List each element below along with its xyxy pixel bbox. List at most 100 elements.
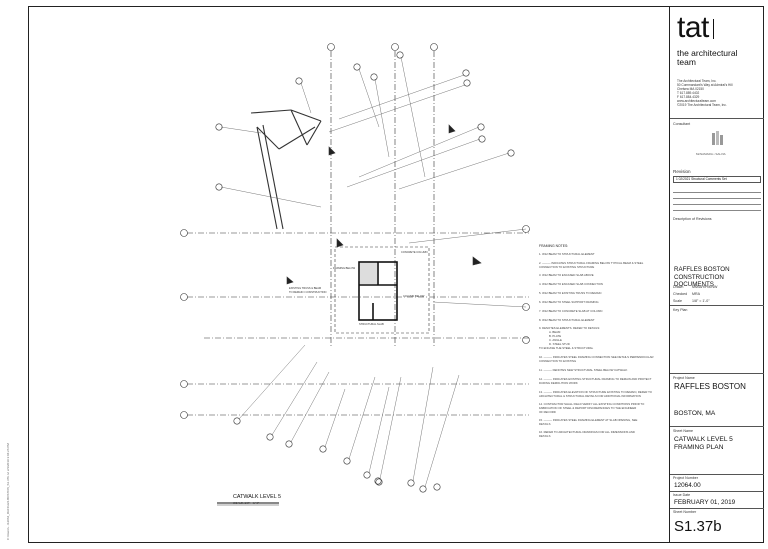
svg-text:B. PLATE: B. PLATE	[549, 334, 561, 338]
address-line: The Architectural Team, Inc.	[677, 79, 717, 83]
svg-text:DETAILS: DETAILS	[539, 434, 551, 438]
address-line: F 617.884.4329	[677, 95, 700, 99]
svg-text:CONCRETE COLUMN: CONCRETE COLUMN	[401, 250, 428, 254]
sheet-name-line-2: FRAMING PLAN	[674, 444, 724, 451]
address-line: ©2019 The Architectural Team, Inc.	[677, 103, 727, 107]
sheet-name-label: Sheet Name	[673, 429, 693, 433]
framing-notes-legend: FRAMING NOTES: 1. W12 BEAM TO STRUCTURAL…	[539, 244, 654, 438]
set-title-section: RAFFLES BOSTON CONSTRUCTION DOCUMENTS Dr…	[670, 262, 764, 306]
consultant-section: Consultant McNAMARA • SALVIA Revision 1 …	[670, 119, 764, 269]
svg-text:STRUCTURAL SLAB: STRUCTURAL SLAB	[359, 322, 384, 326]
svg-text:COLUMN BELOW: COLUMN BELOW	[403, 294, 425, 298]
svg-text:14. CONTRACTOR SHALL FIELD VER: 14. CONTRACTOR SHALL FIELD VERIFY ALL EX…	[539, 402, 645, 406]
svg-text:TO ENCASE THE STEEL & STRUCTUR: TO ENCASE THE STEEL & STRUCTURAL	[539, 346, 594, 350]
sheet-name: CATWALK LEVEL 5	[674, 436, 733, 443]
svg-text:12. ——— INDICATES EXISTING STR: 12. ——— INDICATES EXISTING STRUCTURAL FR…	[539, 377, 652, 381]
svg-text:16. REFER TO ARCHITECTURAL DRA: 16. REFER TO ARCHITECTURAL DRAWINGS FOR …	[539, 430, 635, 434]
svg-text:9. DENOTES ELEMENTS. REFER TO: 9. DENOTES ELEMENTS. REFER TO DETAILS:	[539, 326, 600, 330]
key-plan-section: Key Plan	[670, 306, 764, 374]
project-section: Project Name RAFFLES BOSTON BOSTON, MA	[670, 374, 764, 427]
project-number: 12064.00	[674, 482, 701, 489]
address-line: T 617.889.4402	[677, 91, 700, 95]
svg-text:A. BEAM: A. BEAM	[549, 330, 561, 334]
address-line: Chelsea MA 02150	[677, 87, 704, 91]
firm-name: the architectural team	[677, 48, 738, 67]
project-number-label: Project Number	[673, 476, 698, 480]
set-title: RAFFLES BOSTON	[674, 266, 730, 273]
svg-text:EXISTING TRUSS & BEAM: EXISTING TRUSS & BEAM	[289, 286, 321, 290]
checked-label: Checked	[673, 292, 688, 296]
consultant-label: Consultant	[673, 122, 691, 126]
scale-value: 1/8" = 1'-0"	[692, 299, 710, 303]
catwalk-framing	[250, 109, 322, 230]
logo-bar-icon	[712, 19, 714, 39]
svg-text:3. W12 BEAM TO ENCASED SLAB AB: 3. W12 BEAM TO ENCASED SLAB ABOVE	[539, 273, 594, 277]
svg-text:15. ——— INDICATES STEEL FRAMIN: 15. ——— INDICATES STEEL FRAMING ELEMENT …	[539, 418, 638, 422]
svg-text:FABRICATION OF STEEL & REPORT: FABRICATION OF STEEL & REPORT DISCREPANC…	[539, 406, 636, 410]
svg-text:DURING DEMOLITION WORK: DURING DEMOLITION WORK	[539, 381, 578, 385]
core-annotations: EXISTING TRUSS & BEAM TO REMAIN / CONSTR…	[289, 250, 428, 326]
svg-text:FRAMING NOTES:: FRAMING NOTES:	[539, 244, 568, 248]
set-subtitle: CONSTRUCTION DOCUMENTS	[674, 274, 724, 288]
drawing-sheet: EXISTING TRUSS & BEAM TO REMAIN / CONSTR…	[28, 6, 764, 543]
project-label: Project Name	[673, 376, 695, 380]
sheet-number-label: Sheet Number	[673, 510, 697, 514]
sheet-name-section: Sheet Name CATWALK LEVEL 5 FRAMING PLAN	[670, 427, 764, 475]
title-block: tat the architectural team The Architect…	[669, 7, 764, 542]
firm-section: tat the architectural team The Architect…	[670, 7, 764, 119]
svg-text:11. ——— DENOTES NEW STRUCTURAL: 11. ——— DENOTES NEW STRUCTURAL STEEL BEL…	[539, 368, 627, 372]
svg-text:FRAMING BELOW: FRAMING BELOW	[333, 266, 356, 270]
project-name: RAFFLES BOSTON	[674, 382, 746, 391]
logo-text: tat	[677, 11, 709, 44]
svg-text:7. W12 BEAM TO CONCRETE SLAB A: 7. W12 BEAM TO CONCRETE SLAB AT COLUMN	[539, 309, 602, 313]
project-number-section: Project Number 12064.00	[670, 475, 764, 492]
svg-text:CONNECTION TO EXISTING STRUCTU: CONNECTION TO EXISTING STRUCTURE	[539, 265, 594, 269]
project-location: BOSTON, MA	[674, 410, 716, 417]
svg-text:DETAILS: DETAILS	[539, 422, 551, 426]
svg-text:13. ——— INDICATES ELEVATION OF: 13. ——— INDICATES ELEVATION OF STRUCTURE…	[539, 390, 653, 394]
horizontal-grid-lines	[187, 232, 529, 416]
svg-text:C. ANGLE: C. ANGLE	[549, 338, 562, 342]
address-line: www.architecturalteam.com	[677, 99, 716, 103]
issue-date-section: Issue Date FEBRUARY 01, 2019	[670, 492, 764, 509]
checked-value: MRA	[692, 292, 700, 296]
view-title-block	[217, 502, 279, 506]
issue-date-label: Issue Date	[673, 493, 691, 497]
svg-text:5. W12 BEAM TO EXISTING TRUSS: 5. W12 BEAM TO EXISTING TRUSS TO REMAIN	[539, 291, 601, 295]
firm-logo: tat	[677, 11, 714, 45]
revision-table	[673, 187, 761, 215]
framing-plan-drawing: EXISTING TRUSS & BEAM TO REMAIN / CONSTR…	[180, 43, 654, 506]
drawn-label: Drawn	[673, 285, 684, 289]
revision-entry: 1 02/2021 Structural Comments Set	[673, 176, 761, 183]
drawn-value: MM/AH/PM/NW	[692, 285, 718, 289]
scale-label: Scale	[673, 299, 682, 303]
svg-text:D. STEEL STUD: D. STEEL STUD	[549, 342, 570, 346]
svg-text:10. ——— INDICATES STEEL FRAMIN: 10. ——— INDICATES STEEL FRAMING CONNECTI…	[539, 355, 654, 359]
sheet-number: S1.37b	[674, 518, 722, 535]
firm-address: The Architectural Team, Inc. 50 Commanda…	[677, 79, 732, 107]
description-label: Description of Revisions	[673, 217, 712, 221]
issue-date: FEBRUARY 01, 2019	[674, 499, 736, 506]
svg-text:TO REMAIN / CONSTRUCTION: TO REMAIN / CONSTRUCTION	[289, 290, 327, 294]
address-line: 50 Commandant's Way at Admiral's Hill	[677, 83, 733, 87]
keyplan-label: Key Plan	[673, 308, 688, 312]
revision-label: Revision	[673, 169, 691, 174]
svg-text:6. W12 BEAM TO STEEL SUPPORT F: 6. W12 BEAM TO STEEL SUPPORT FRAMING	[539, 300, 599, 304]
core-framing	[358, 261, 398, 321]
consultant-name: McNAMARA • SALVIA	[696, 152, 726, 156]
svg-text:CONNECTION TO EXISTING: CONNECTION TO EXISTING	[539, 359, 576, 363]
core-outline	[334, 246, 430, 334]
leader-lines	[220, 56, 527, 488]
svg-text:8. W12 BEAM TO STRUCTURAL ELEM: 8. W12 BEAM TO STRUCTURAL ELEMENT	[539, 318, 595, 322]
vertical-grid-lines	[330, 51, 435, 347]
svg-text:ARCHITECTURAL & STRUCTURAL DET: ARCHITECTURAL & STRUCTURAL DETAILS FOR A…	[539, 394, 641, 398]
svg-text:1. W12 BEAM TO STRUCTURAL ELEM: 1. W12 BEAM TO STRUCTURAL ELEMENT	[539, 252, 595, 256]
sheet-number-section: Sheet Number S1.37b	[670, 509, 764, 542]
svg-text:4. W12 BEAM TO ENCASED SLAB CO: 4. W12 BEAM TO ENCASED SLAB CONNECTION	[539, 282, 603, 286]
consultant-logo-icon	[712, 131, 723, 145]
svg-text:2. ——— INDICATES STRUCTURAL FR: 2. ——— INDICATES STRUCTURAL FRAMING BELO…	[539, 261, 644, 265]
view-scale: SCALE: 1/8" = 1'-0"	[233, 501, 260, 505]
file-path-stamp: C:\Users\...\12064_RAFFLES BOSTON_S1.37b…	[6, 443, 10, 540]
view-title: CATWALK LEVEL 5	[233, 494, 282, 500]
svg-text:OF RECORD: OF RECORD	[539, 410, 556, 414]
